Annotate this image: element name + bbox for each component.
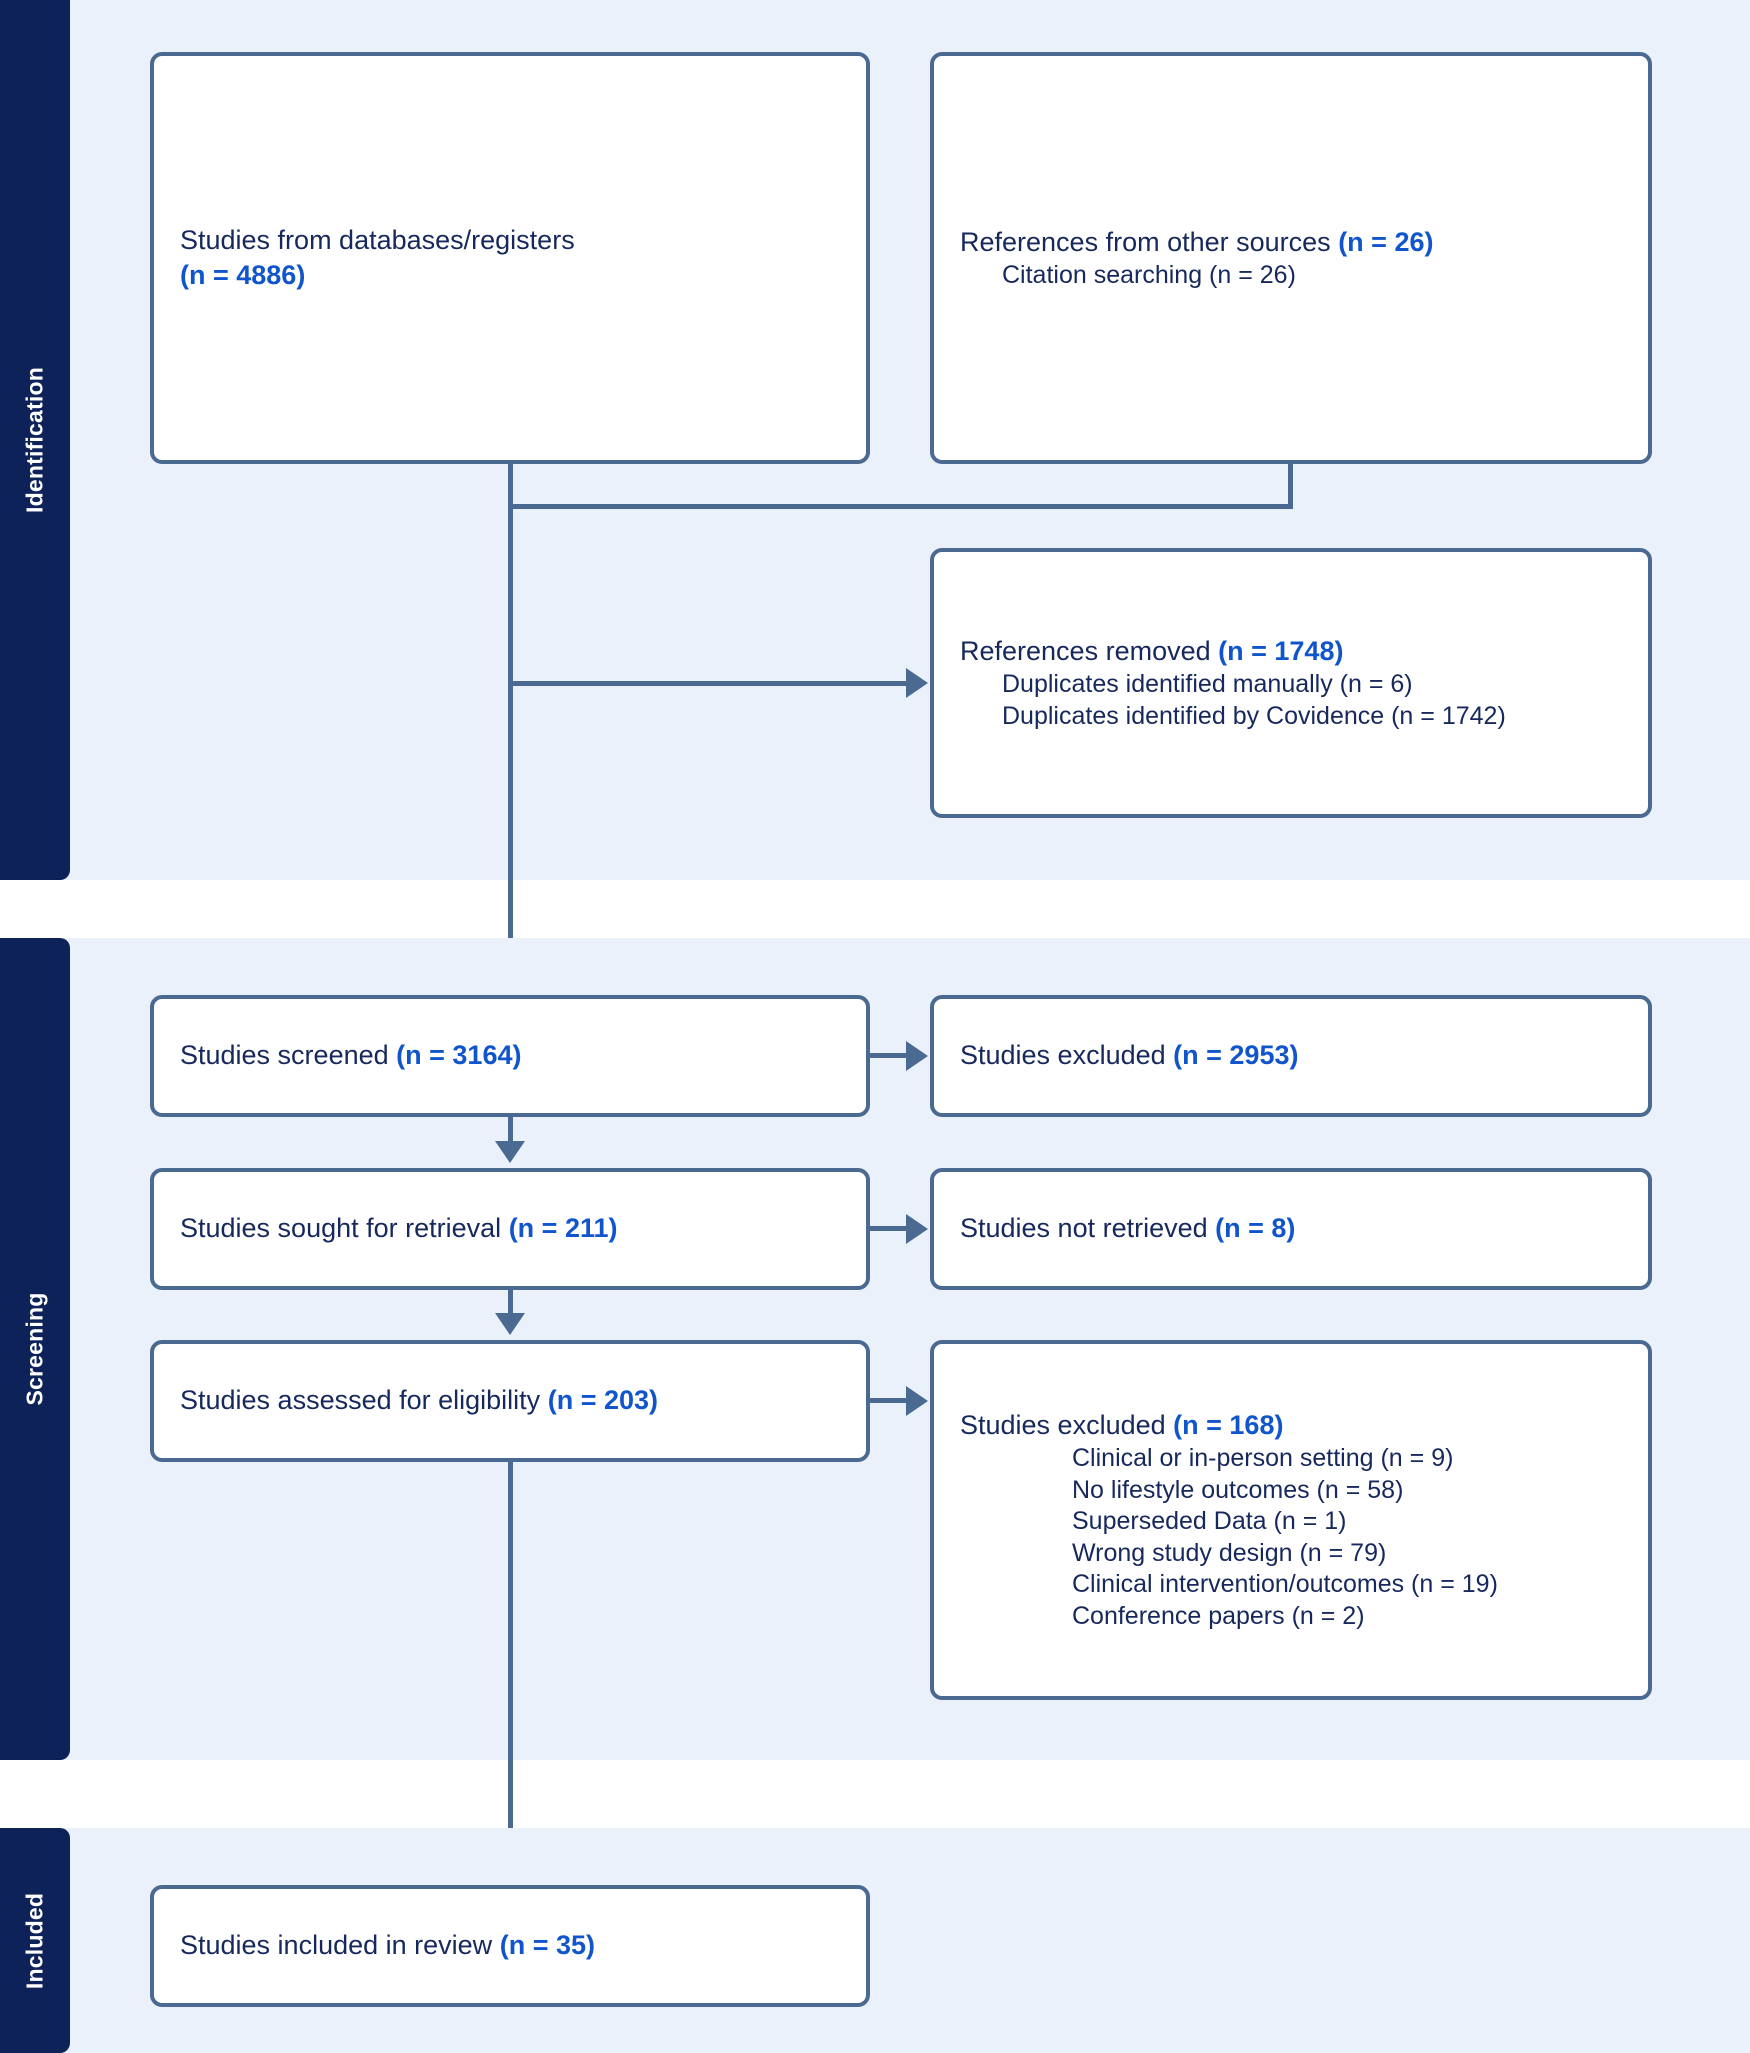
box-studies-excluded-eligibility-reason-2: No lifestyle outcomes (n = 58) (1072, 1475, 1404, 1504)
box-studies-not-retrieved: Studies not retrieved (n = 8) (930, 1168, 1652, 1290)
arrowhead-sought-to-not-retrieved (906, 1214, 928, 1244)
box-studies-sought-for-retrieval-count: (n = 211) (508, 1213, 618, 1244)
box-studies-assessed-for-eligibility: Studies assessed for eligibility (n = 20… (150, 1340, 870, 1462)
box-studies-sought-for-retrieval-content: Studies sought for retrieval (n = 211) (154, 1211, 866, 1246)
box-studies-included-in-review-title: Studies included in review (n = 35) (180, 1930, 595, 1961)
box-studies-not-retrieved-content: Studies not retrieved (n = 8) (934, 1211, 1648, 1246)
sidebar-included: Included (0, 1828, 70, 2053)
box-references-removed-detail-2: Duplicates identified by Covidence (n = … (1002, 701, 1506, 730)
arrowhead-to-references-removed (906, 668, 928, 698)
box-references-removed-detail-1: Duplicates identified manually (n = 6) (1002, 670, 1413, 699)
box-studies-excluded-screening-count: (n = 2953) (1173, 1040, 1299, 1071)
box-studies-included-in-review-content: Studies included in review (n = 35) (154, 1928, 866, 1963)
box-studies-excluded-eligibility-reason-1: Clinical or in-person setting (n = 9) (1072, 1444, 1454, 1473)
box-studies-excluded-screening-title: Studies excluded (n = 2953) (960, 1040, 1299, 1071)
box-studies-excluded-eligibility-reason-4: Wrong study design (n = 79) (1072, 1538, 1387, 1567)
box-studies-excluded-eligibility-reason-6: Conference papers (n = 2) (1072, 1601, 1365, 1630)
sidebar-included-label: Included (21, 1892, 48, 1989)
box-references-removed-title: References removed (n = 1748) (960, 635, 1344, 666)
box-studies-excluded-eligibility-reason-3: Superseded Data (n = 1) (1072, 1507, 1347, 1536)
box-studies-screened-content: Studies screened (n = 3164) (154, 1038, 866, 1073)
arrowhead-sought-to-eligibility (495, 1313, 525, 1335)
box-studies-excluded-eligibility-reason-5: Clinical intervention/outcomes (n = 19) (1072, 1570, 1498, 1599)
box-studies-not-retrieved-count: (n = 8) (1215, 1213, 1296, 1244)
box-references-other-sources-content: References from other sources (n = 26) C… (934, 225, 1648, 292)
box-references-other-sources-title: References from other sources (n = 26) (960, 226, 1434, 257)
box-studies-from-databases: Studies from databases/registers (n = 48… (150, 52, 870, 464)
connector-screened-to-excluded (870, 1053, 908, 1058)
sidebar-identification: Identification (0, 0, 70, 880)
box-references-removed-count: (n = 1748) (1218, 635, 1344, 666)
box-studies-sought-for-retrieval: Studies sought for retrieval (n = 211) (150, 1168, 870, 1290)
connector-databases-down (508, 464, 513, 508)
sidebar-screening: Screening (0, 938, 70, 1760)
box-studies-assessed-for-eligibility-title: Studies assessed for eligibility (n = 20… (180, 1385, 658, 1416)
box-studies-excluded-screening: Studies excluded (n = 2953) (930, 995, 1652, 1117)
connector-other-sources-down (1288, 464, 1293, 508)
box-studies-included-in-review-count: (n = 35) (499, 1930, 595, 1961)
box-studies-excluded-eligibility-count: (n = 168) (1173, 1409, 1284, 1440)
connector-branch-to-references-removed (508, 681, 908, 686)
box-studies-screened: Studies screened (n = 3164) (150, 995, 870, 1117)
box-references-other-sources-count: (n = 26) (1338, 226, 1434, 257)
sidebar-screening-label: Screening (21, 1292, 48, 1406)
box-studies-excluded-eligibility-content: Studies excluded (n = 168) Clinical or i… (934, 1408, 1648, 1632)
connector-sought-to-not-retrieved (870, 1226, 908, 1231)
box-studies-assessed-for-eligibility-content: Studies assessed for eligibility (n = 20… (154, 1383, 866, 1418)
connector-sought-to-eligibility (508, 1290, 513, 1320)
box-references-other-sources-detail: Citation searching (n = 26) (1002, 260, 1296, 289)
box-references-other-sources: References from other sources (n = 26) C… (930, 52, 1652, 464)
box-studies-excluded-eligibility-title: Studies excluded (n = 168) (960, 1409, 1284, 1440)
connector-merge-bar (508, 504, 1293, 509)
arrowhead-screened-to-sought (495, 1141, 525, 1163)
box-studies-assessed-for-eligibility-count: (n = 203) (547, 1385, 658, 1416)
box-studies-from-databases-title: Studies from databases/registers (n = 48… (180, 224, 575, 290)
connector-trunk-to-screening (508, 504, 513, 974)
box-studies-not-retrieved-title: Studies not retrieved (n = 8) (960, 1213, 1296, 1244)
box-studies-excluded-eligibility: Studies excluded (n = 168) Clinical or i… (930, 1340, 1652, 1700)
connector-eligibility-to-excluded (870, 1398, 908, 1403)
box-studies-screened-title: Studies screened (n = 3164) (180, 1040, 522, 1071)
sidebar-identification-label: Identification (21, 367, 48, 513)
box-studies-screened-count: (n = 3164) (396, 1040, 522, 1071)
box-references-removed: References removed (n = 1748) Duplicates… (930, 548, 1652, 818)
box-studies-from-databases-count: (n = 4886) (180, 260, 306, 290)
box-studies-excluded-screening-content: Studies excluded (n = 2953) (934, 1038, 1648, 1073)
box-studies-sought-for-retrieval-title: Studies sought for retrieval (n = 211) (180, 1213, 618, 1244)
connector-eligibility-to-included (508, 1462, 513, 1862)
arrowhead-eligibility-to-excluded (906, 1386, 928, 1416)
box-studies-included-in-review: Studies included in review (n = 35) (150, 1885, 870, 2007)
connector-screened-to-sought (508, 1117, 513, 1147)
arrowhead-screened-to-excluded (906, 1041, 928, 1071)
box-studies-from-databases-content: Studies from databases/registers (n = 48… (154, 223, 866, 293)
box-references-removed-content: References removed (n = 1748) Duplicates… (934, 634, 1648, 732)
